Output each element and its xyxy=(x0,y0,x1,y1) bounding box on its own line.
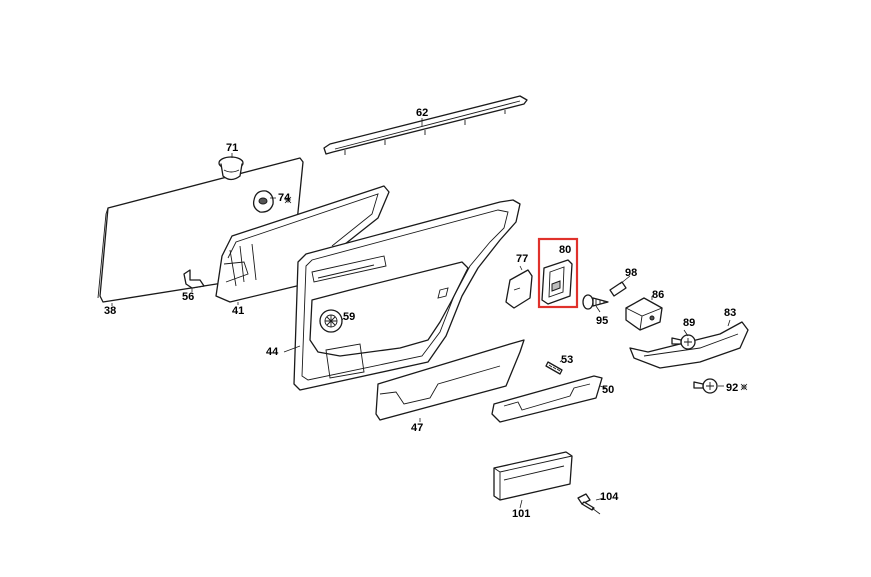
callout-83[interactable]: 83 xyxy=(724,307,736,319)
callout-80[interactable]: 80 xyxy=(559,244,571,256)
callout-59[interactable]: 59 xyxy=(343,311,355,323)
callout-labels: 62 71 74 38 56 41 44 59 47 50 53 77 80 9… xyxy=(104,107,738,520)
part-98-retaining-clip[interactable] xyxy=(609,281,627,297)
part-95-screw[interactable] xyxy=(582,294,609,310)
part-44-door-trim-panel[interactable] xyxy=(293,199,521,391)
callout-86[interactable]: 86 xyxy=(652,289,664,301)
callout-95[interactable]: 95 xyxy=(596,315,608,327)
callout-77[interactable]: 77 xyxy=(516,253,528,265)
callout-44[interactable]: 44 xyxy=(266,346,279,358)
part-74-clip[interactable] xyxy=(252,190,274,213)
part-50-armrest-cover[interactable] xyxy=(491,375,603,423)
screw-symbol-74 xyxy=(284,196,292,204)
part-56-retaining-hook[interactable] xyxy=(183,269,205,289)
part-59-speaker-grille[interactable] xyxy=(319,309,343,333)
part-53-bolt[interactable] xyxy=(545,361,563,375)
part-47-lower-pocket-trim[interactable] xyxy=(375,339,525,421)
screw-symbol-92 xyxy=(740,383,748,391)
part-86-mounting-bracket[interactable] xyxy=(625,297,663,331)
part-92-screw[interactable] xyxy=(693,378,718,394)
part-77-handle-cover[interactable] xyxy=(505,269,533,309)
part-89-screw[interactable] xyxy=(671,334,696,350)
callout-101[interactable]: 101 xyxy=(512,508,530,520)
callout-62[interactable]: 62 xyxy=(416,107,428,119)
callout-74[interactable]: 74 xyxy=(278,192,291,204)
callout-56[interactable]: 56 xyxy=(182,291,194,303)
callout-92[interactable]: 92 xyxy=(726,382,738,394)
callout-104[interactable]: 104 xyxy=(600,491,619,503)
callout-41[interactable]: 41 xyxy=(232,305,244,317)
callout-98[interactable]: 98 xyxy=(625,267,637,279)
callout-50[interactable]: 50 xyxy=(602,384,614,396)
highlight-box-part-80 xyxy=(537,237,579,309)
part-101-storage-box[interactable] xyxy=(493,451,573,501)
callout-38[interactable]: 38 xyxy=(104,305,116,317)
part-104-pin[interactable] xyxy=(577,493,595,511)
part-41-inner-carrier-panel[interactable] xyxy=(215,185,390,303)
part-80-door-handle-bezel[interactable] xyxy=(541,259,573,305)
callout-89[interactable]: 89 xyxy=(683,317,695,329)
callout-53[interactable]: 53 xyxy=(561,354,573,366)
part-62-window-seal-strip[interactable] xyxy=(323,95,528,155)
callout-71[interactable]: 71 xyxy=(226,142,238,154)
part-71-plug[interactable] xyxy=(218,156,244,181)
callout-47[interactable]: 47 xyxy=(411,422,423,434)
leader-lines xyxy=(111,118,731,515)
